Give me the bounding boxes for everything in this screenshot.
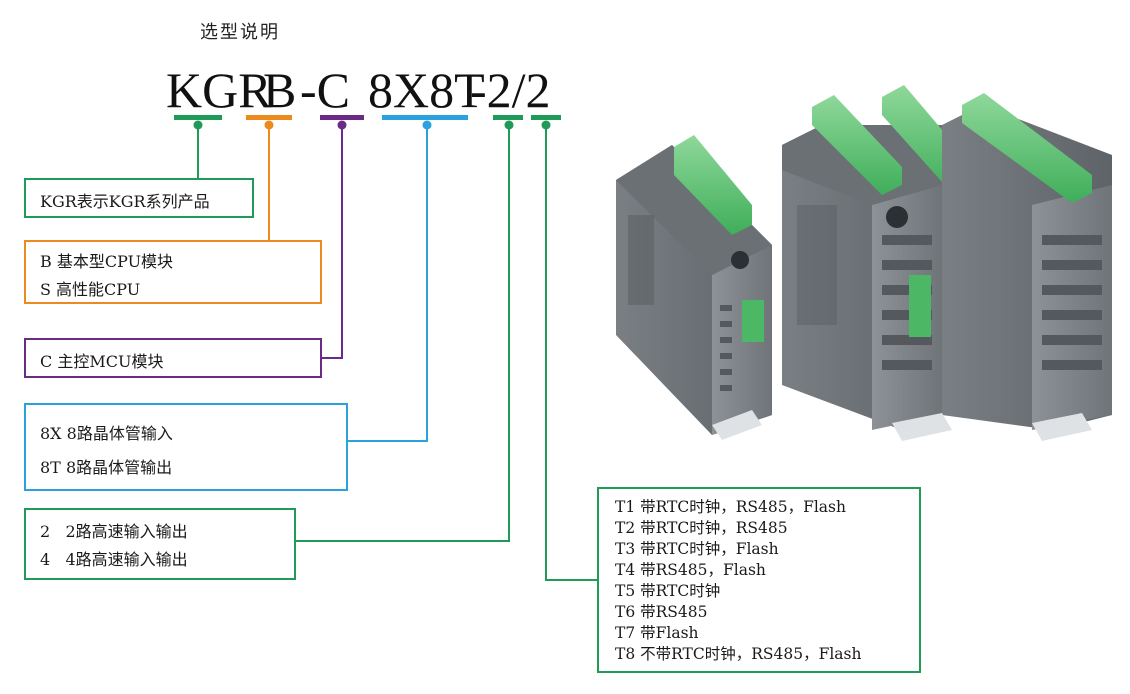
code-highspeed-options: -2/2 xyxy=(470,62,551,118)
bar-series xyxy=(174,115,222,120)
box-options-line-8: T8 不带RTC时钟，RS485，Flash xyxy=(615,645,862,663)
bar-highspeed xyxy=(493,115,523,120)
code-mcu: -C xyxy=(300,62,350,118)
box-options-line-7: T7 带Flash xyxy=(615,624,699,642)
box-highspeed-line-2: 4 4路高速输入输出 xyxy=(40,550,188,569)
box-series: KGR表示KGR系列产品 xyxy=(24,178,254,218)
box-highspeed-line-1: 2 2路高速输入输出 xyxy=(40,522,188,541)
bar-io xyxy=(382,115,468,120)
box-options-line-5: T5 带RTC时钟 xyxy=(615,582,721,600)
bar-mcu xyxy=(320,115,364,120)
box-options-line-4: T4 带RS485，Flash xyxy=(615,561,766,579)
code-series: KGR xyxy=(166,62,272,118)
box-options-line-6: T6 带RS485 xyxy=(615,603,708,621)
bar-options xyxy=(531,115,561,120)
plc-module-photo-icon xyxy=(616,85,1112,441)
box-mcu: C 主控MCU模块 xyxy=(24,338,322,378)
box-options-line-3: T3 带RTC时钟，Flash xyxy=(615,540,779,558)
box-options-line-2: T2 带RTC时钟，RS485 xyxy=(615,519,788,537)
box-highspeed: 2 2路高速输入输出 4 4路高速输入输出 xyxy=(24,508,296,580)
page-heading: 选型说明 xyxy=(200,22,280,43)
code-cpu-type: B xyxy=(263,62,297,118)
box-io-line-2: 8T 8路晶体管输出 xyxy=(40,458,173,477)
box-cpu: B 基本型CPU模块 S 高性能CPU xyxy=(24,240,322,304)
bar-cpu xyxy=(246,115,292,120)
box-io: 8X 8路晶体管输入 8T 8路晶体管输出 xyxy=(24,403,348,491)
box-options-line-1: T1 带RTC时钟，RS485，Flash xyxy=(615,498,846,516)
code-io: 8X8T xyxy=(368,62,485,118)
box-cpu-line-1: B 基本型CPU模块 xyxy=(40,252,174,271)
box-series-line: KGR表示KGR系列产品 xyxy=(40,192,210,211)
box-io-line-1: 8X 8路晶体管输入 xyxy=(40,424,173,443)
box-cpu-line-2: S 高性能CPU xyxy=(40,280,141,299)
box-mcu-line: C 主控MCU模块 xyxy=(40,352,164,371)
box-options: T1 带RTC时钟，RS485，Flash T2 带RTC时钟，RS485 T3… xyxy=(597,487,921,673)
